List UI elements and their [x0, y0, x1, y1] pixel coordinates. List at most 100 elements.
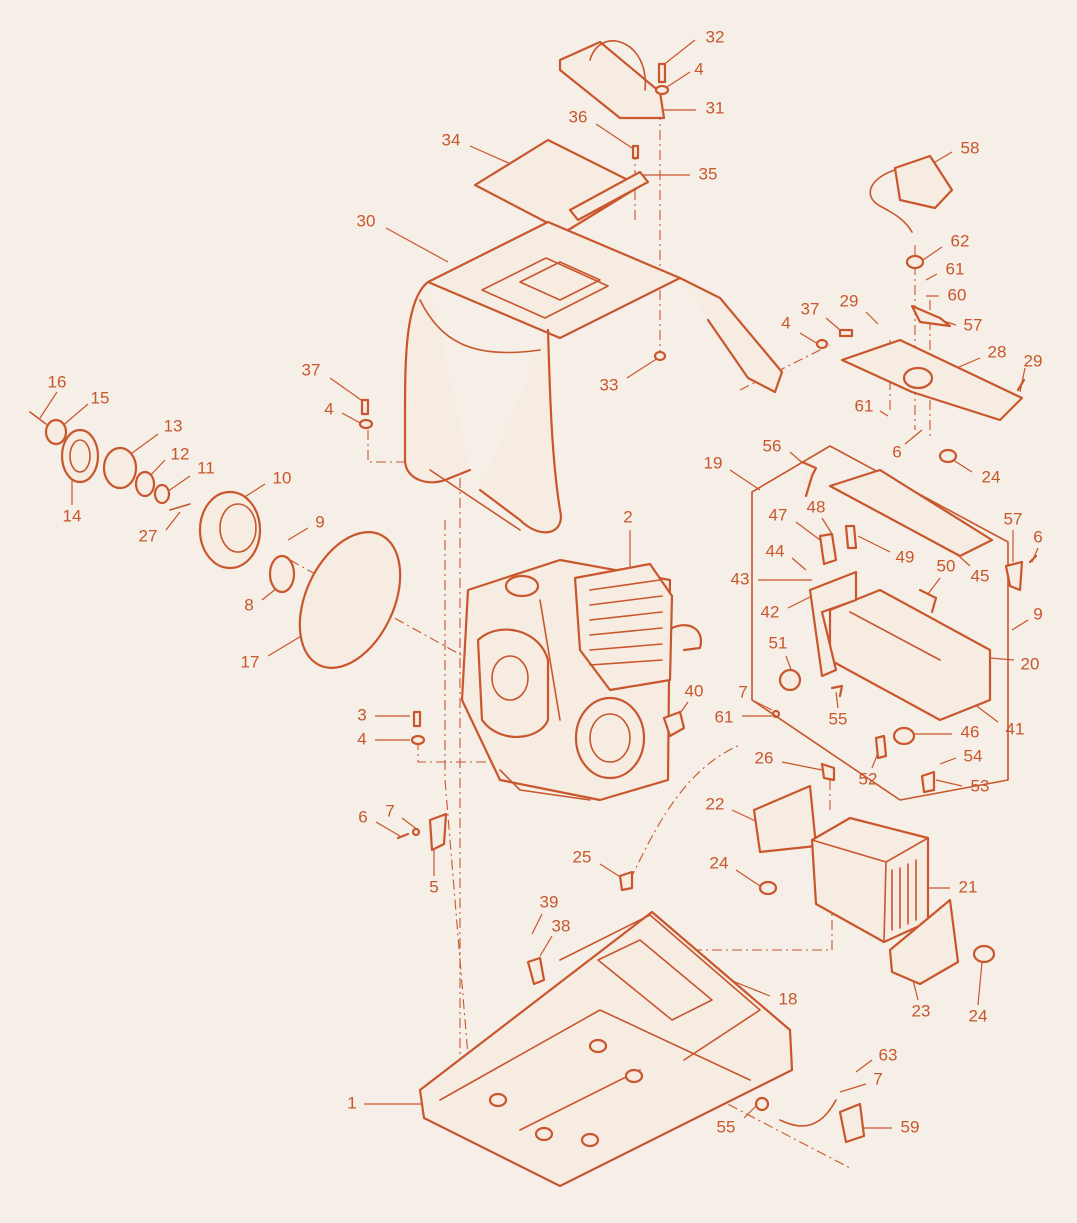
leader-line-c48: [821, 517, 833, 535]
leader-line-c47: [795, 521, 821, 541]
callout-c55b: 55: [717, 1117, 736, 1136]
leader-line-c32: [661, 39, 696, 67]
callout-c4b: 4: [781, 313, 790, 332]
leader-line-c37a: [825, 317, 841, 331]
callout-c25: 25: [573, 847, 592, 866]
bolts: [358, 62, 1038, 840]
leader-line-c4a: [663, 71, 691, 90]
callout-c9a: 9: [315, 512, 324, 531]
leader-line-c7c: [839, 1083, 867, 1093]
leader-line-c27: [165, 511, 181, 531]
callout-c62: 62: [951, 231, 970, 250]
callout-c4d: 4: [357, 729, 366, 748]
callout-c61b: 61: [855, 396, 874, 415]
callout-c10: 10: [273, 468, 292, 487]
callout-c40: 40: [685, 681, 704, 700]
callout-c45: 45: [971, 566, 990, 585]
leader-line-c30: [385, 227, 449, 263]
callout-c37a: 37: [801, 299, 820, 318]
callout-c39: 39: [540, 892, 559, 911]
callout-c50: 50: [937, 556, 956, 575]
leader-line-c49: [857, 535, 891, 553]
callout-c19: 19: [704, 453, 723, 472]
leader-line-c13: [127, 433, 159, 457]
callout-c7b: 7: [385, 801, 394, 820]
callout-c43: 43: [731, 569, 750, 588]
callout-c41: 41: [1006, 719, 1025, 738]
leader-line-c44: [791, 557, 807, 571]
callout-c26: 26: [755, 748, 774, 767]
callout-c51: 51: [769, 633, 788, 652]
leader-line-c24c: [977, 961, 983, 1006]
callout-c11: 11: [197, 458, 215, 477]
leader-line-c50: [927, 577, 941, 595]
leader-line-c29b: [1019, 367, 1026, 393]
callout-c54: 54: [964, 746, 983, 765]
callout-c15: 15: [91, 388, 110, 407]
callout-c24a: 24: [982, 467, 1001, 486]
leader-line-c9b: [1011, 619, 1029, 631]
battery-bracket-22: [752, 784, 818, 854]
callout-c3: 3: [357, 705, 366, 724]
callout-c37b: 37: [302, 360, 321, 379]
callout-c1: 1: [347, 1093, 356, 1112]
callout-c4a: 4: [694, 59, 703, 78]
leader-line-c26: [781, 761, 823, 771]
callout-c22: 22: [706, 794, 725, 813]
callout-c42: 42: [761, 602, 780, 621]
leader-line-c4c: [341, 412, 363, 425]
callout-c48: 48: [807, 497, 826, 516]
leader-line-c36: [595, 123, 633, 149]
callout-c24c: 24: [969, 1006, 988, 1025]
callout-c8: 8: [244, 595, 253, 614]
callout-c32: 32: [706, 27, 725, 46]
clutch-pulley: [198, 490, 296, 594]
lifting-handle: [558, 40, 666, 120]
callout-c52: 52: [859, 769, 878, 788]
leader-line-c54: [939, 757, 957, 765]
callout-c35: 35: [699, 164, 718, 183]
callout-c36: 36: [569, 107, 588, 126]
callout-c46: 46: [961, 722, 980, 741]
callout-c56: 56: [763, 436, 782, 455]
callout-c6b: 6: [1033, 527, 1042, 546]
callout-c4c: 4: [324, 399, 333, 418]
callout-c27: 27: [139, 526, 158, 545]
callout-c57b: 57: [1004, 509, 1023, 528]
protection-frame: [403, 220, 784, 534]
leader-line-c61b: [879, 410, 889, 417]
leader-line-c6c: [375, 821, 401, 837]
callout-c17: 17: [241, 652, 260, 671]
callout-c47: 47: [769, 505, 788, 524]
callout-c53: 53: [971, 776, 990, 795]
battery: [810, 816, 930, 944]
callout-c13: 13: [164, 416, 183, 435]
sensor-59: [754, 1096, 866, 1144]
callout-c57a: 57: [964, 315, 983, 334]
engine: [460, 558, 703, 802]
leader-line-c20: [989, 657, 1015, 661]
throttle-clip-40: [662, 710, 686, 738]
callout-c5: 5: [429, 877, 438, 896]
callout-c20: 20: [1021, 654, 1040, 673]
bracket-5: [428, 812, 448, 852]
leader-line-c42: [787, 595, 813, 609]
callout-c55a: 55: [829, 709, 848, 728]
rubber-buffer-62: [905, 254, 925, 270]
leader-line-c61a: [925, 273, 938, 281]
upper-cover: [840, 338, 1024, 422]
v-belt: [298, 531, 402, 669]
leader-line-c9a: [287, 527, 309, 541]
recoil-starter: [29, 411, 191, 511]
rubber-buffer-24b: [758, 880, 778, 896]
callout-c30: 30: [357, 211, 376, 230]
leader-line-c53: [935, 779, 963, 787]
leader-line-c25: [599, 863, 623, 879]
callout-c7c: 7: [873, 1069, 882, 1088]
callout-c29a: 29: [840, 291, 859, 310]
callout-c16: 16: [48, 372, 67, 391]
callout-c29b: 29: [1024, 351, 1043, 370]
base-plate: [418, 910, 794, 1188]
